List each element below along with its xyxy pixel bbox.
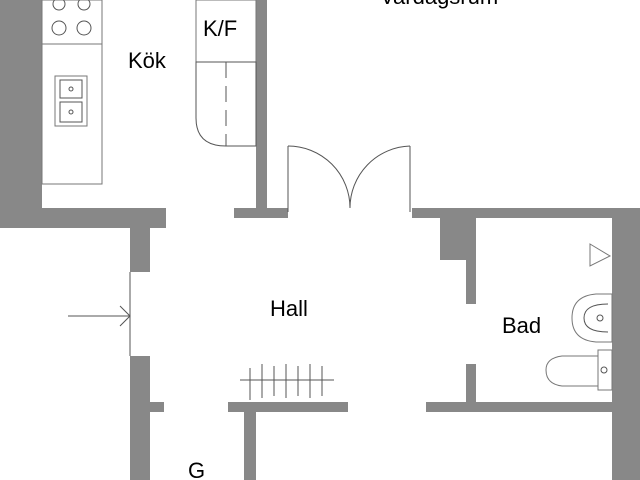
shoe-rack-icon <box>240 364 334 400</box>
room-label-wardrobe: G <box>188 458 205 480</box>
bathroom-left-wall-upper <box>440 208 468 260</box>
sink-icon <box>54 75 88 127</box>
exterior-wall-left <box>0 0 42 228</box>
stove-icon <box>41 0 103 45</box>
washbasin-icon <box>571 293 613 343</box>
kitchen-fixtures <box>41 0 257 185</box>
toilet-icon <box>545 349 613 391</box>
exterior-wall-right <box>612 208 640 480</box>
hall-shelf-wall <box>228 402 348 412</box>
hall-left-wall-stub <box>150 402 164 412</box>
room-label-living: Vardagsrum <box>380 0 498 9</box>
kitchen-bottom-wall <box>0 208 166 228</box>
kitchen-hall-wall-right <box>234 208 288 218</box>
entrance-arrow-icon <box>68 272 131 356</box>
hall-left-wall-upper <box>130 208 150 272</box>
bathroom-bottom-wall <box>426 402 626 412</box>
kitchen-living-divider <box>256 0 267 212</box>
living-bottom-wall <box>412 208 640 218</box>
double-door-icon <box>287 145 411 212</box>
bathroom-left-wall <box>466 208 476 304</box>
hall-left-wall-lower <box>130 356 150 480</box>
bathroom-left-wall-lower <box>466 364 476 412</box>
room-label-fridge-freezer: K/F <box>203 16 237 41</box>
wardrobe-right-wall <box>244 402 256 480</box>
bathroom-fixtures <box>545 243 613 391</box>
room-label-hall: Hall <box>270 296 308 321</box>
room-label-bathroom: Bad <box>502 313 541 338</box>
fridge-freezer-icon <box>195 0 257 147</box>
room-label-kitchen: Kök <box>128 48 167 73</box>
triangle-icon <box>589 243 612 267</box>
